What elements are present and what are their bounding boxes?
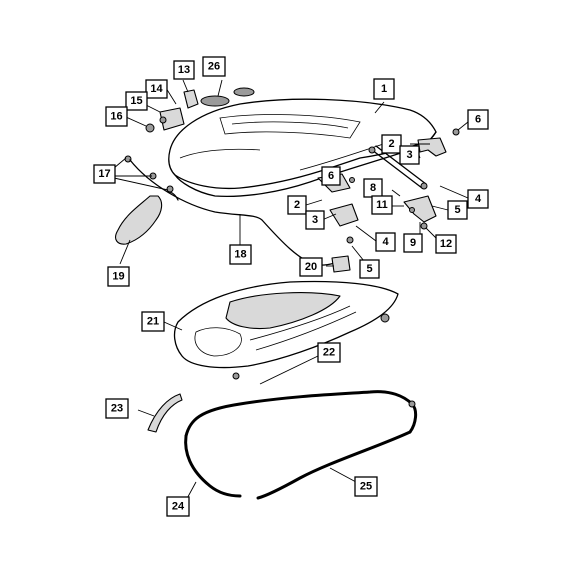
hood-scoop-insert [200, 87, 255, 107]
svg-text:3: 3 [312, 214, 318, 226]
callout-15: 15 [125, 91, 148, 111]
svg-text:4: 4 [382, 236, 389, 248]
svg-text:1: 1 [381, 83, 387, 95]
svg-text:9: 9 [410, 237, 416, 249]
callout-16: 16 [105, 106, 128, 127]
callout-4-left: 4 [375, 232, 396, 252]
svg-text:20: 20 [305, 261, 317, 273]
callout-18: 18 [229, 244, 252, 265]
callout-1: 1 [373, 78, 395, 100]
seal-front-piece [147, 393, 183, 433]
svg-text:16: 16 [110, 111, 122, 123]
callout-25: 25 [354, 476, 378, 497]
svg-text:3: 3 [406, 149, 412, 161]
callout-11: 11 [371, 195, 393, 215]
side-seal-left [115, 195, 163, 245]
svg-text:11: 11 [376, 199, 388, 211]
callout-4-right: 4 [467, 189, 489, 209]
svg-text:12: 12 [440, 238, 452, 250]
svg-text:19: 19 [112, 271, 124, 283]
callout-9: 9 [403, 233, 423, 253]
svg-text:8: 8 [370, 182, 376, 194]
svg-text:21: 21 [147, 316, 159, 328]
callout-12: 12 [435, 234, 457, 254]
weatherstrip-seal [184, 390, 418, 500]
callout-26: 26 [202, 56, 226, 77]
callout-3-right: 3 [399, 145, 420, 165]
callout-3-left: 3 [305, 210, 325, 230]
svg-text:2: 2 [294, 199, 300, 211]
svg-text:5: 5 [366, 263, 372, 275]
callout-19: 19 [107, 266, 130, 287]
svg-text:2: 2 [388, 138, 394, 150]
callout-6-left: 6 [321, 166, 341, 186]
svg-text:22: 22 [323, 347, 335, 359]
callout-8: 8 [363, 178, 383, 198]
svg-text:6: 6 [328, 170, 334, 182]
retainer-clips [124, 155, 174, 193]
svg-text:13: 13 [178, 64, 190, 76]
callout-21: 21 [141, 311, 165, 332]
callout-5-left: 5 [359, 259, 380, 279]
svg-text:4: 4 [475, 193, 482, 205]
svg-text:17: 17 [98, 168, 110, 180]
svg-text:14: 14 [150, 83, 163, 95]
callout-13: 13 [173, 60, 195, 80]
callout-22: 22 [317, 342, 341, 363]
callout-24: 24 [166, 496, 190, 517]
svg-text:24: 24 [172, 501, 185, 513]
hood-insulator [173, 280, 399, 380]
callout-5-right: 5 [447, 200, 468, 220]
callout-17: 17 [93, 164, 116, 184]
hood-latch-assembly [145, 89, 199, 133]
svg-text:25: 25 [360, 481, 372, 493]
hood-release-cable [129, 159, 341, 266]
callout-14: 14 [145, 79, 168, 99]
hinge-right-upper [417, 128, 460, 157]
release-handle [331, 255, 351, 273]
callout-2-left: 2 [287, 195, 307, 215]
svg-text:15: 15 [130, 95, 142, 107]
callout-23: 23 [105, 398, 129, 419]
svg-text:26: 26 [208, 61, 220, 73]
callout-2-right: 2 [381, 134, 402, 154]
svg-text:23: 23 [111, 403, 123, 415]
callout-6-right: 6 [467, 109, 489, 130]
svg-text:18: 18 [234, 249, 246, 261]
hinge-right-lower [403, 195, 437, 230]
svg-text:6: 6 [475, 114, 481, 126]
callout-20: 20 [299, 257, 323, 277]
svg-text:5: 5 [454, 204, 460, 216]
